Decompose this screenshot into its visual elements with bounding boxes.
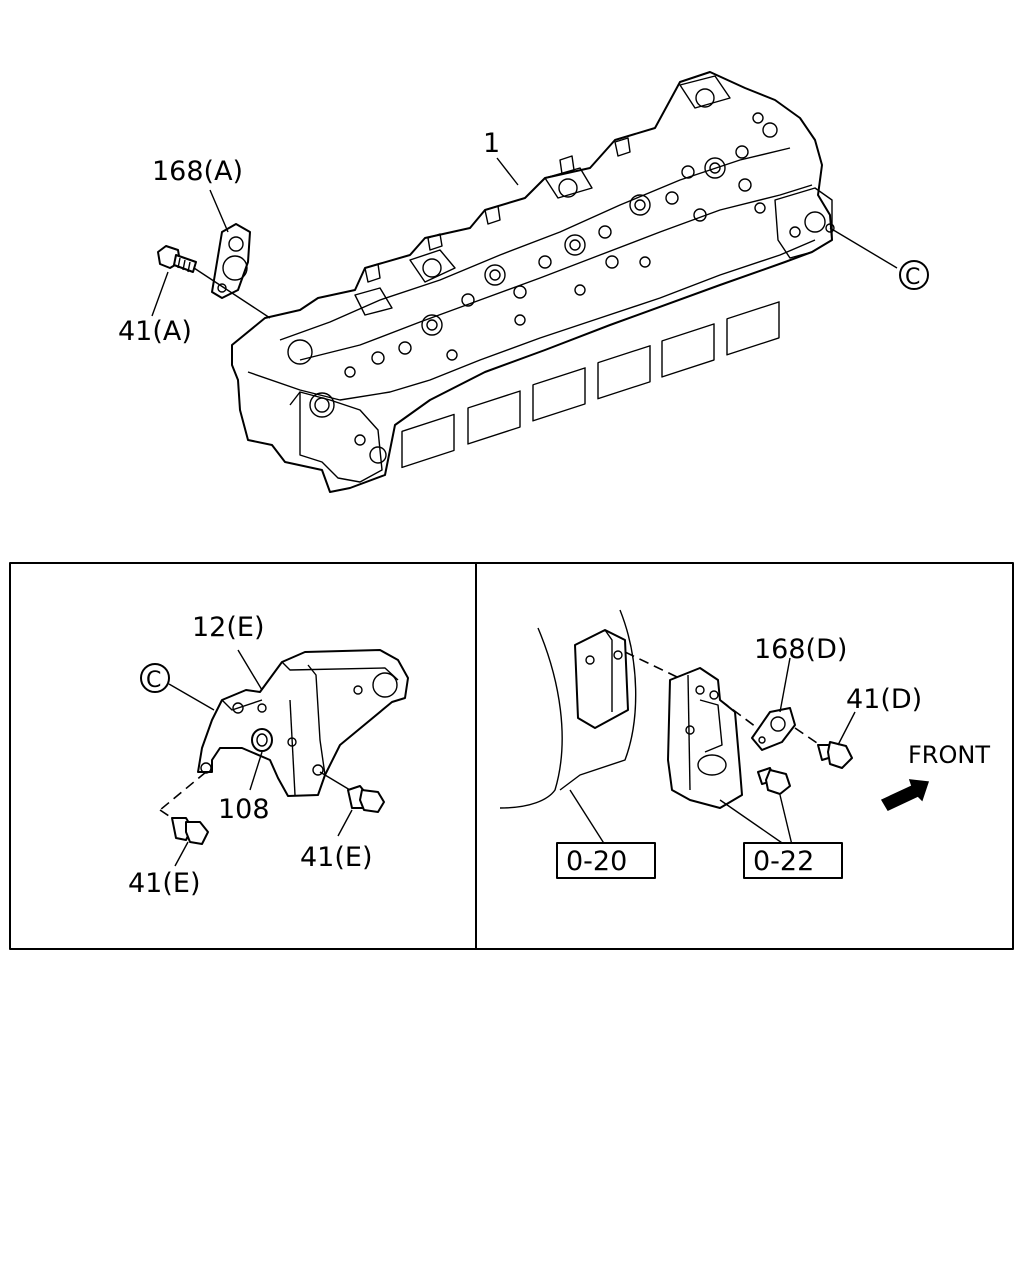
ref-box-022[interactable] [743, 842, 843, 879]
label-part-41e-right: 41(E) [300, 842, 372, 873]
ref-label-022: 0-22 [753, 846, 814, 877]
valve-bosses [344, 112, 778, 378]
callout-c-top: C [905, 265, 920, 290]
gasket-168d [751, 707, 796, 751]
washer-108 [251, 728, 273, 752]
detail-panels-frame [9, 562, 1014, 950]
label-part-1: 1 [483, 128, 500, 159]
label-part-41a: 41(A) [118, 316, 192, 347]
ref-label-020: 0-20 [566, 846, 627, 877]
cam-towers [354, 75, 731, 316]
front-arrow-icon [880, 779, 930, 811]
bolt-41a [157, 245, 197, 273]
gasket-168a [211, 223, 251, 299]
label-front: FRONT [908, 741, 990, 769]
left-panel: C [128, 612, 409, 899]
label-part-108: 108 [218, 794, 270, 825]
bolt-41d [817, 741, 853, 769]
mounting-pad [574, 629, 629, 729]
engine-bracket [667, 667, 743, 809]
label-part-41d: 41(D) [846, 684, 922, 715]
port-windows [401, 301, 780, 469]
label-part-41e-left: 41(E) [128, 868, 200, 899]
label-part-168d: 168(D) [754, 634, 847, 665]
right-panel: 0-20 0-22 FRONT 168(D) 41(D) [499, 609, 990, 879]
label-part-168a: 168(A) [152, 156, 243, 187]
bolt-41e-left [159, 771, 209, 845]
ref-box-020[interactable] [556, 842, 656, 879]
callout-c-left: C [146, 668, 161, 693]
bracket-12e [197, 649, 409, 797]
bolt-bracket [757, 767, 791, 795]
bolt-41e-right [319, 771, 385, 813]
label-part-12e: 12(E) [192, 612, 264, 643]
cylinder-head-drawing [231, 71, 833, 493]
